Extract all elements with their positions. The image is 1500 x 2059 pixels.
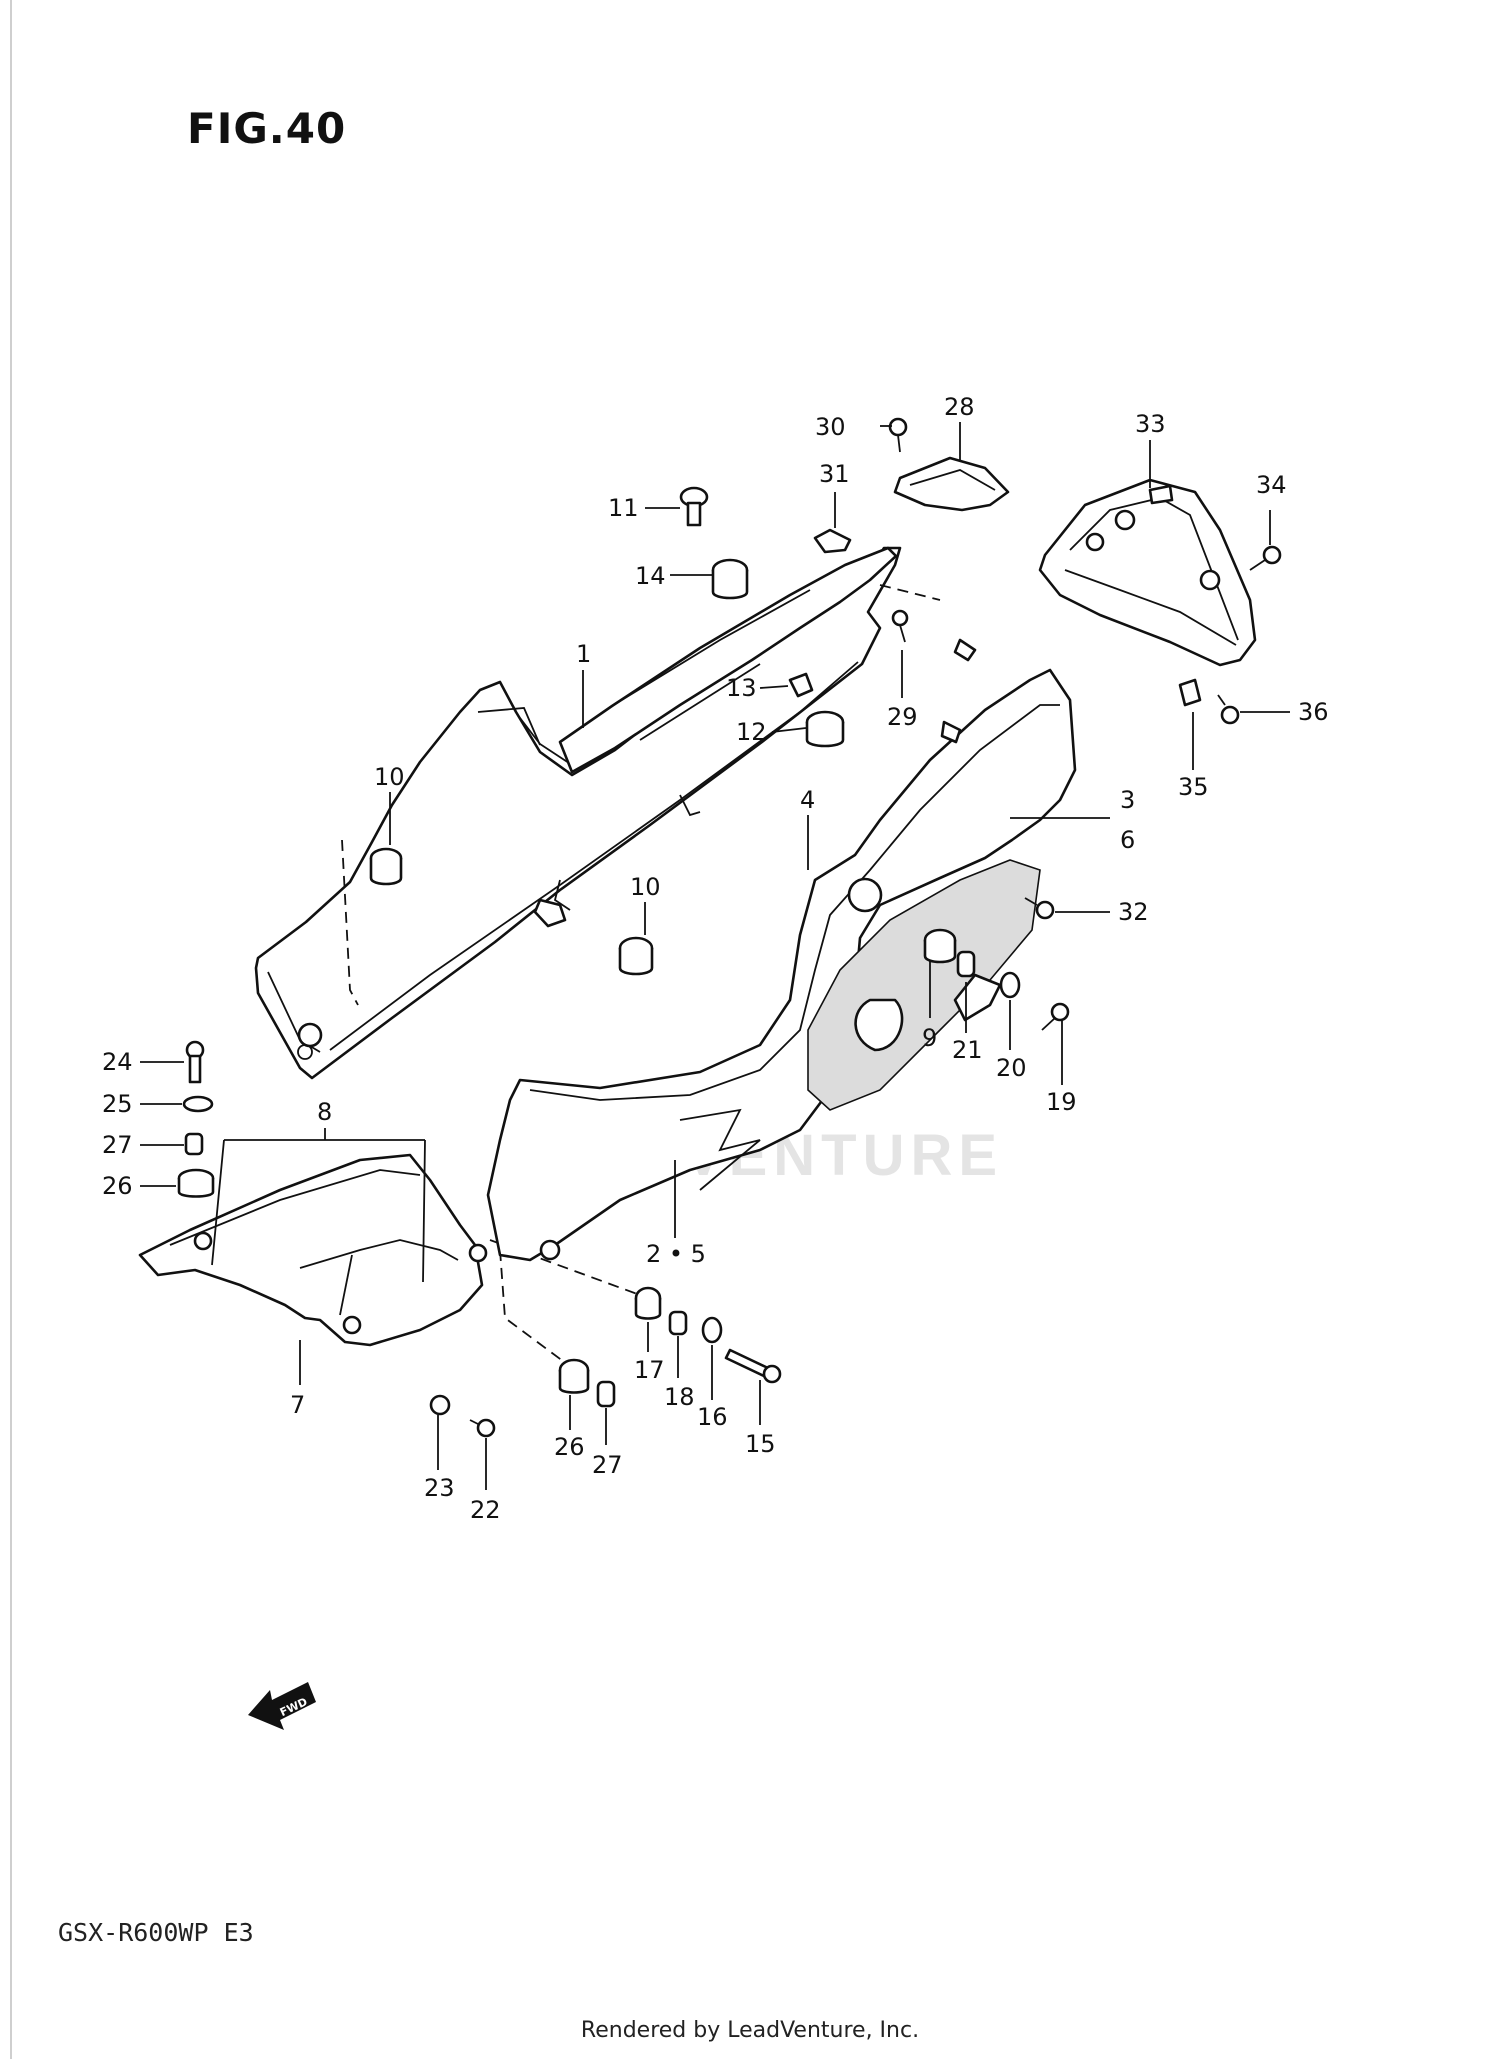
part-9-grommet [923,928,957,964]
part-28-tail-cap [893,456,1010,512]
callout-10-lower: 10 [630,873,661,901]
part-12-grommet [805,710,845,748]
part-35-clip [1178,678,1202,707]
callout-labels: 1 2 • 5 3 6 4 7 8 9 10 10 11 12 13 14 15… [102,393,1329,1524]
part-7-8-lower-cover [138,1153,488,1347]
part-34-screw [1249,545,1282,571]
callout-1: 1 [576,640,591,668]
part-32-screw [1024,897,1055,920]
callout-14: 14 [635,562,666,590]
part-31-clip [813,528,852,554]
callout-8: 8 [317,1098,332,1126]
part-17-grommet [634,1286,662,1320]
part-27-collar-left [184,1132,204,1156]
part-29-screw [891,609,909,643]
callout-7: 7 [290,1391,305,1419]
callout-11: 11 [608,494,639,522]
part-18-collar [668,1310,688,1336]
callout-9: 9 [922,1024,937,1052]
callout-13: 13 [726,674,757,702]
callout-27-lower: 27 [592,1451,623,1479]
page-edge-line [10,0,12,2059]
callout-12: 12 [736,718,767,746]
part-1-upper-section [558,546,898,774]
callout-22: 22 [470,1496,501,1524]
model-code: GSX-R600WP E3 [58,1918,254,1947]
part-36-screw [1217,694,1240,725]
callout-35: 35 [1178,773,1209,801]
callout-18: 18 [664,1383,695,1411]
callout-32: 32 [1118,898,1149,926]
part-10-grommet-upper [369,847,403,886]
part-16-washer [701,1316,723,1344]
callout-28: 28 [944,393,975,421]
part-26-grommet-lower [558,1358,590,1394]
callout-15: 15 [745,1430,776,1458]
forward-direction-arrow: FWD [248,1682,316,1730]
callout-6: 6 [1120,826,1135,854]
part-22-screw [469,1418,496,1438]
callout-30: 30 [815,413,846,441]
callout-leaders [140,422,1290,1490]
part-13-nut [788,672,814,698]
part-33-grab-rail [1038,478,1257,667]
part-23-nut [429,1394,451,1416]
callout-24: 24 [102,1048,133,1076]
callout-19: 19 [1046,1088,1077,1116]
callout-31: 31 [819,460,850,488]
callout-29: 29 [887,703,918,731]
callout-27-left: 27 [102,1131,133,1159]
part-11-bolt [679,486,709,527]
callout-33: 33 [1135,410,1166,438]
part-25-washer [182,1095,214,1113]
callout-26-left: 26 [102,1172,133,1200]
callout-4: 4 [800,786,815,814]
part-15-bolt [724,1348,782,1384]
part-24-screw [185,1040,205,1084]
part-26-grommet-left [177,1168,215,1198]
callout-26-lower: 26 [554,1433,585,1461]
part-21-collar [956,950,976,978]
callout-16: 16 [697,1403,728,1431]
figure-title: FIG.40 [187,104,347,153]
callout-21: 21 [952,1036,983,1064]
callout-2-5: 2 • 5 [646,1240,706,1268]
callout-10-upper: 10 [374,763,405,791]
callout-34: 34 [1256,471,1287,499]
part-30-screw [888,417,908,453]
callout-17: 17 [634,1356,665,1384]
callout-20: 20 [996,1054,1027,1082]
part-19-screw [1041,1002,1070,1031]
part-2-3-4-side-cover [486,638,1077,1262]
render-credit: Rendered by LeadVenture, Inc. [580,2018,920,2043]
part-20-washer [999,971,1021,999]
part-27-collar-lower [596,1380,616,1408]
callout-23: 23 [424,1474,455,1502]
callout-25: 25 [102,1090,133,1118]
part-10-grommet-lower [618,936,654,976]
callout-3: 3 [1120,786,1135,814]
fasteners [177,417,1282,1438]
callout-36: 36 [1298,698,1329,726]
part-14-grommet [711,558,749,600]
